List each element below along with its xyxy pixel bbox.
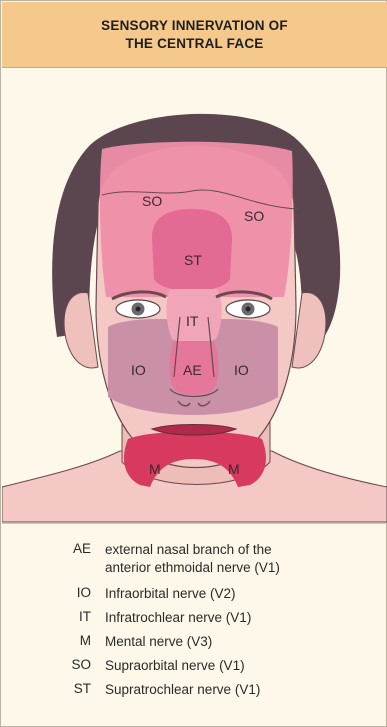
title-line-1: SENSORY INNERVATION OF [101, 17, 288, 35]
legend-abbr: AE [31, 541, 91, 556]
left-pupil [136, 307, 141, 312]
left-ear [64, 293, 98, 368]
label-io-left: IO [131, 362, 146, 378]
label-so-right: SO [244, 208, 264, 224]
legend-desc-line1: external nasal branch of the [105, 542, 272, 557]
label-io-right: IO [234, 362, 249, 378]
legend-abbr: IT [31, 609, 91, 624]
label-ae: AE [183, 362, 202, 378]
legend-desc-line2: anterior ethmoidal nerve (V1) [105, 560, 280, 575]
legend-abbr: IO [31, 585, 91, 600]
label-so-left: SO [142, 193, 162, 209]
figure-title: SENSORY INNERVATION OF THE CENTRAL FACE [2, 2, 387, 68]
legend-desc: Infratrochlear nerve (V1) [105, 609, 375, 627]
legend-desc: Supraorbital nerve (V1) [105, 657, 375, 675]
supratrochlear-region [152, 209, 232, 291]
legend-abbr: ST [31, 681, 91, 696]
legend-desc: Infraorbital nerve (V2) [105, 585, 375, 603]
label-it: IT [186, 313, 199, 329]
legend-abbr: SO [31, 657, 91, 672]
legend-desc: Supratrochlear nerve (V1) [105, 681, 375, 699]
right-ear [292, 293, 326, 368]
label-st: ST [184, 252, 202, 268]
label-m-right: M [228, 461, 240, 477]
legend-abbr: M [31, 633, 91, 648]
right-pupil [246, 307, 251, 312]
title-line-2: THE CENTRAL FACE [126, 35, 264, 53]
legend-desc: external nasal branch of the anterior et… [105, 541, 375, 577]
legend-desc: Mental nerve (V3) [105, 633, 375, 651]
label-m-left: M [149, 461, 161, 477]
divider [2, 523, 387, 524]
face-illustration: SO SO ST IT IO AE IO M M [2, 67, 387, 523]
